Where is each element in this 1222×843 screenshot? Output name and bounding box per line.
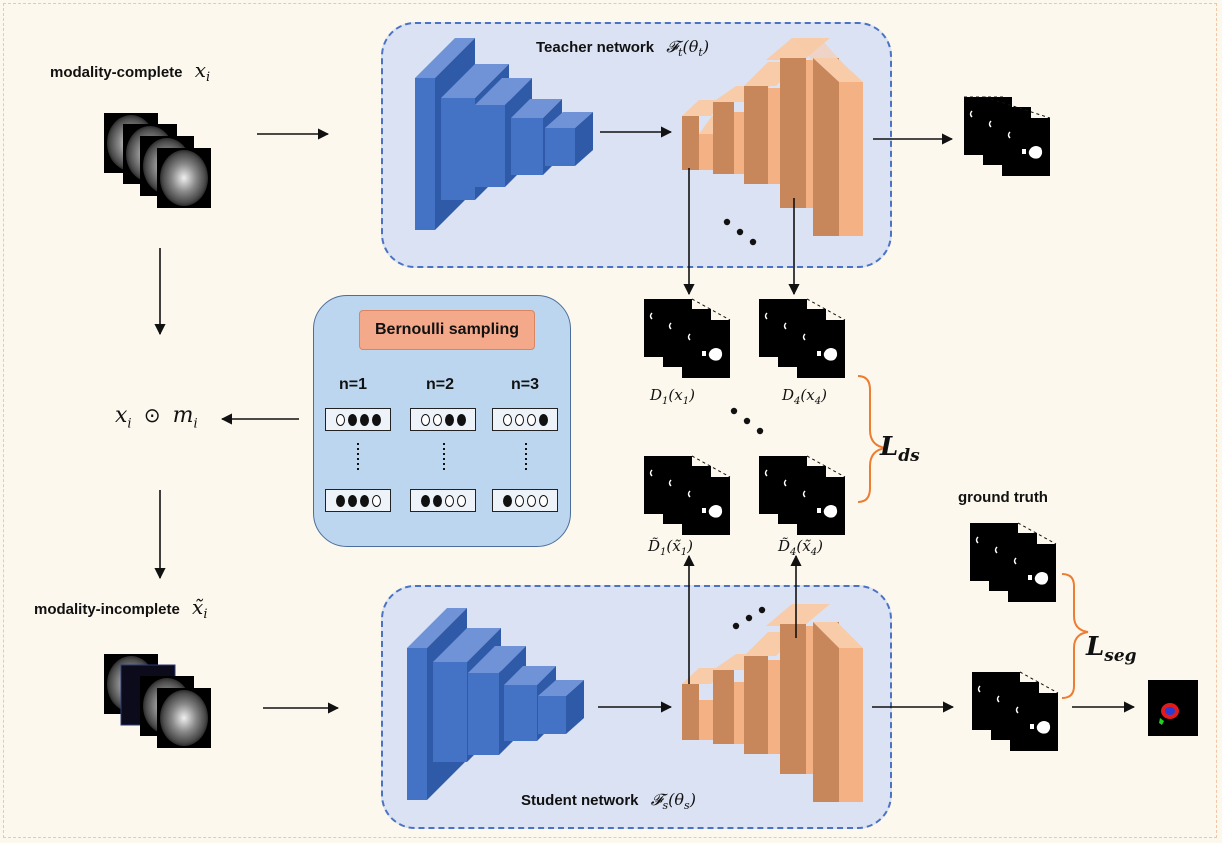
lds-brace — [857, 375, 887, 503]
teacher-encoder — [415, 38, 593, 230]
bernoulli-vertical-dots — [357, 443, 527, 472]
incomplete-mri-stack — [104, 654, 211, 748]
ground-truth-stack — [969, 522, 1057, 603]
student-network-label: Student network 𝓕s(θs) — [521, 790, 696, 812]
mask-vector — [492, 489, 558, 512]
filled-mask-dot — [538, 413, 548, 426]
empty-mask-dot — [514, 413, 524, 426]
empty-mask-dot — [335, 413, 345, 426]
arrows — [154, 126, 1136, 714]
empty-mask-dot — [526, 494, 536, 507]
ground-truth-label: ground truth — [958, 489, 1048, 506]
empty-mask-dot — [432, 413, 442, 426]
empty-mask-dot — [420, 413, 430, 426]
student-output-stack — [971, 671, 1059, 752]
final-prediction-image — [1148, 680, 1198, 736]
lseg-brace — [1061, 573, 1089, 699]
figure-frame — [3, 3, 1217, 838]
loss-seg-label: Lseg — [1086, 632, 1137, 667]
bernoulli-col-label: n=2 — [426, 376, 455, 393]
ellipsis-dots — [723, 218, 766, 630]
empty-mask-dot — [538, 494, 548, 507]
empty-mask-dot — [456, 494, 466, 507]
empty-mask-dot — [526, 413, 536, 426]
filled-mask-dot — [456, 413, 466, 426]
empty-mask-dot — [371, 494, 381, 507]
filled-mask-dot — [335, 494, 345, 507]
empty-mask-dot — [444, 494, 454, 507]
d1-label: D1(x1) — [650, 386, 695, 407]
mask-vector — [410, 489, 476, 512]
mask-vector — [410, 408, 476, 431]
student-encoder — [407, 608, 584, 800]
bernoulli-col-label: n=1 — [339, 376, 368, 393]
modality-complete-label: modality-complete xi — [50, 58, 211, 85]
d4-tilde-stack — [758, 455, 846, 536]
filled-mask-dot — [502, 494, 512, 507]
filled-mask-dot — [359, 494, 369, 507]
complete-mri-stack — [104, 113, 211, 208]
d1-tilde-label: D̃1(x̃1) — [648, 537, 693, 558]
teacher-output-stack — [963, 96, 1051, 177]
modality-incomplete-label: modality-incomplete x̃i — [34, 595, 208, 622]
student-decoder — [682, 604, 863, 802]
filled-mask-dot — [359, 413, 369, 426]
d4-label: D4(x4) — [782, 386, 827, 407]
empty-mask-dot — [502, 413, 512, 426]
mask-vector — [325, 408, 391, 431]
mask-vector — [325, 489, 391, 512]
bernoulli-col-label: n=3 — [511, 376, 540, 393]
teacher-network-label: Teacher network 𝓕t(θt) — [536, 37, 710, 59]
loss-ds-label: Lds — [880, 432, 920, 467]
filled-mask-dot — [432, 494, 442, 507]
filled-mask-dot — [371, 413, 381, 426]
empty-mask-dot — [514, 494, 524, 507]
filled-mask-dot — [444, 413, 454, 426]
teacher-decoder — [682, 38, 863, 236]
d1-stack — [643, 298, 731, 379]
masked-input-label: xi ⊙ mi — [115, 403, 198, 432]
filled-mask-dot — [347, 494, 357, 507]
d4-tilde-label: D̃4(x̃4) — [778, 537, 823, 558]
filled-mask-dot — [347, 413, 357, 426]
d4-stack — [758, 298, 846, 379]
mask-vector — [492, 408, 558, 431]
filled-mask-dot — [420, 494, 430, 507]
bernoulli-sampling-title: Bernoulli sampling — [359, 310, 535, 350]
d1-tilde-stack — [643, 455, 731, 536]
